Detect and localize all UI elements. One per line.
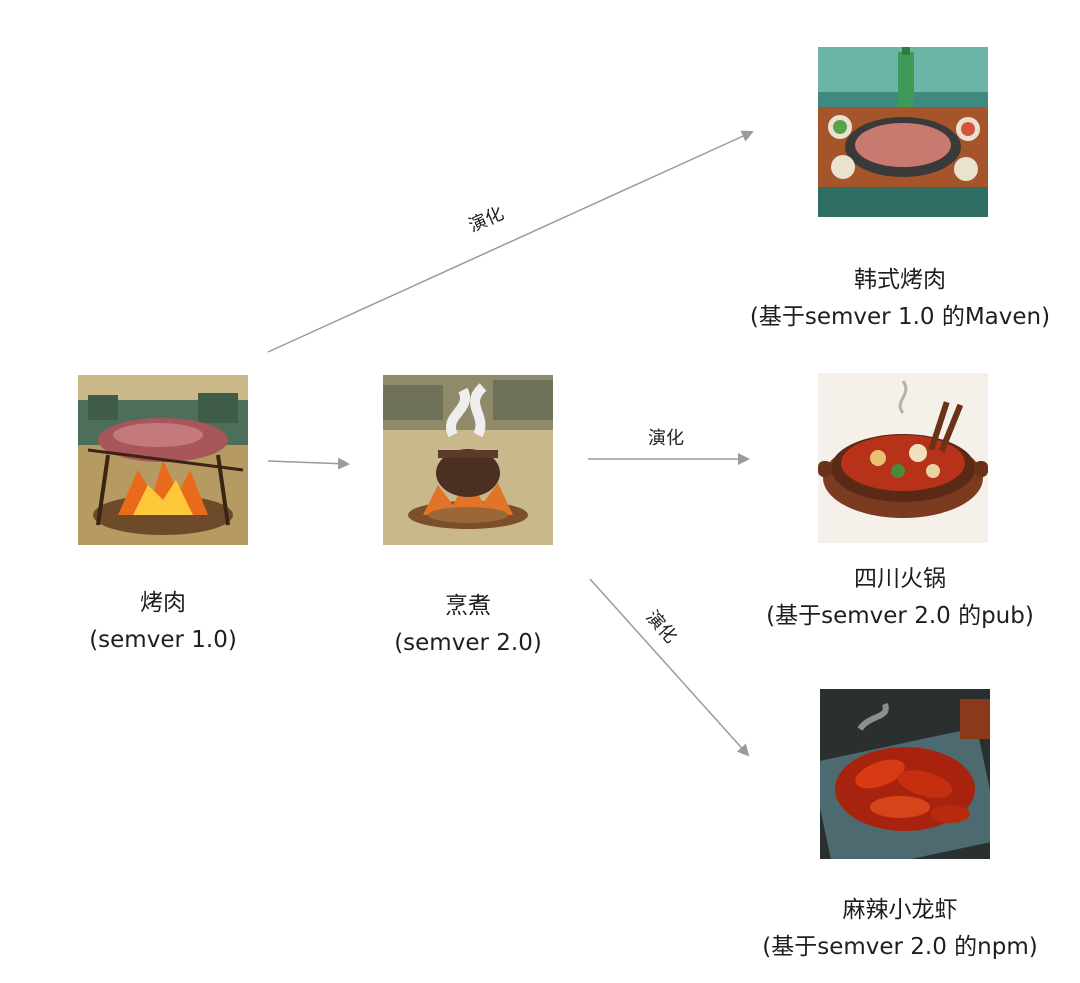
node-name-cook: 烹煮 xyxy=(445,593,491,619)
roast-meat-campfire-icon xyxy=(78,375,248,545)
arrow-cook-to-crayfish xyxy=(589,578,750,757)
node-caption-cook: 烹煮 (semver 2.0) xyxy=(363,588,573,662)
node-caption-roast: 烤肉 (semver 1.0) xyxy=(58,585,268,659)
arrow-roast-to-korean-bbq xyxy=(267,130,754,353)
edge-label-hotpot: 演化 xyxy=(648,428,684,449)
node-name-roast: 烤肉 xyxy=(140,590,186,616)
cooking-pot-icon xyxy=(383,375,553,545)
node-caption-korean-bbq: 韩式烤肉 (基于semver 1.0 的Maven) xyxy=(715,262,1080,336)
spicy-crayfish-icon xyxy=(820,689,990,859)
hotpot-icon xyxy=(818,373,988,543)
node-version-korean-bbq: (基于semver 1.0 的Maven) xyxy=(749,304,1051,330)
node-name-hotpot: 四川火锅 xyxy=(854,566,946,592)
node-version-hotpot: (基于semver 2.0 的pub) xyxy=(766,603,1034,629)
node-version-crayfish: (基于semver 2.0 的npm) xyxy=(762,934,1038,960)
node-caption-crayfish: 麻辣小龙虾 (基于semver 2.0 的npm) xyxy=(720,892,1080,966)
node-name-crayfish: 麻辣小龙虾 xyxy=(842,897,958,923)
node-name-korean-bbq: 韩式烤肉 xyxy=(854,267,946,293)
node-version-roast: (semver 1.0) xyxy=(89,627,237,653)
korean-bbq-icon xyxy=(818,47,988,217)
arrow-roast-to-cook xyxy=(267,457,350,470)
node-caption-hotpot: 四川火锅 (基于semver 2.0 的pub) xyxy=(720,561,1080,635)
node-version-cook: (semver 2.0) xyxy=(394,630,542,656)
